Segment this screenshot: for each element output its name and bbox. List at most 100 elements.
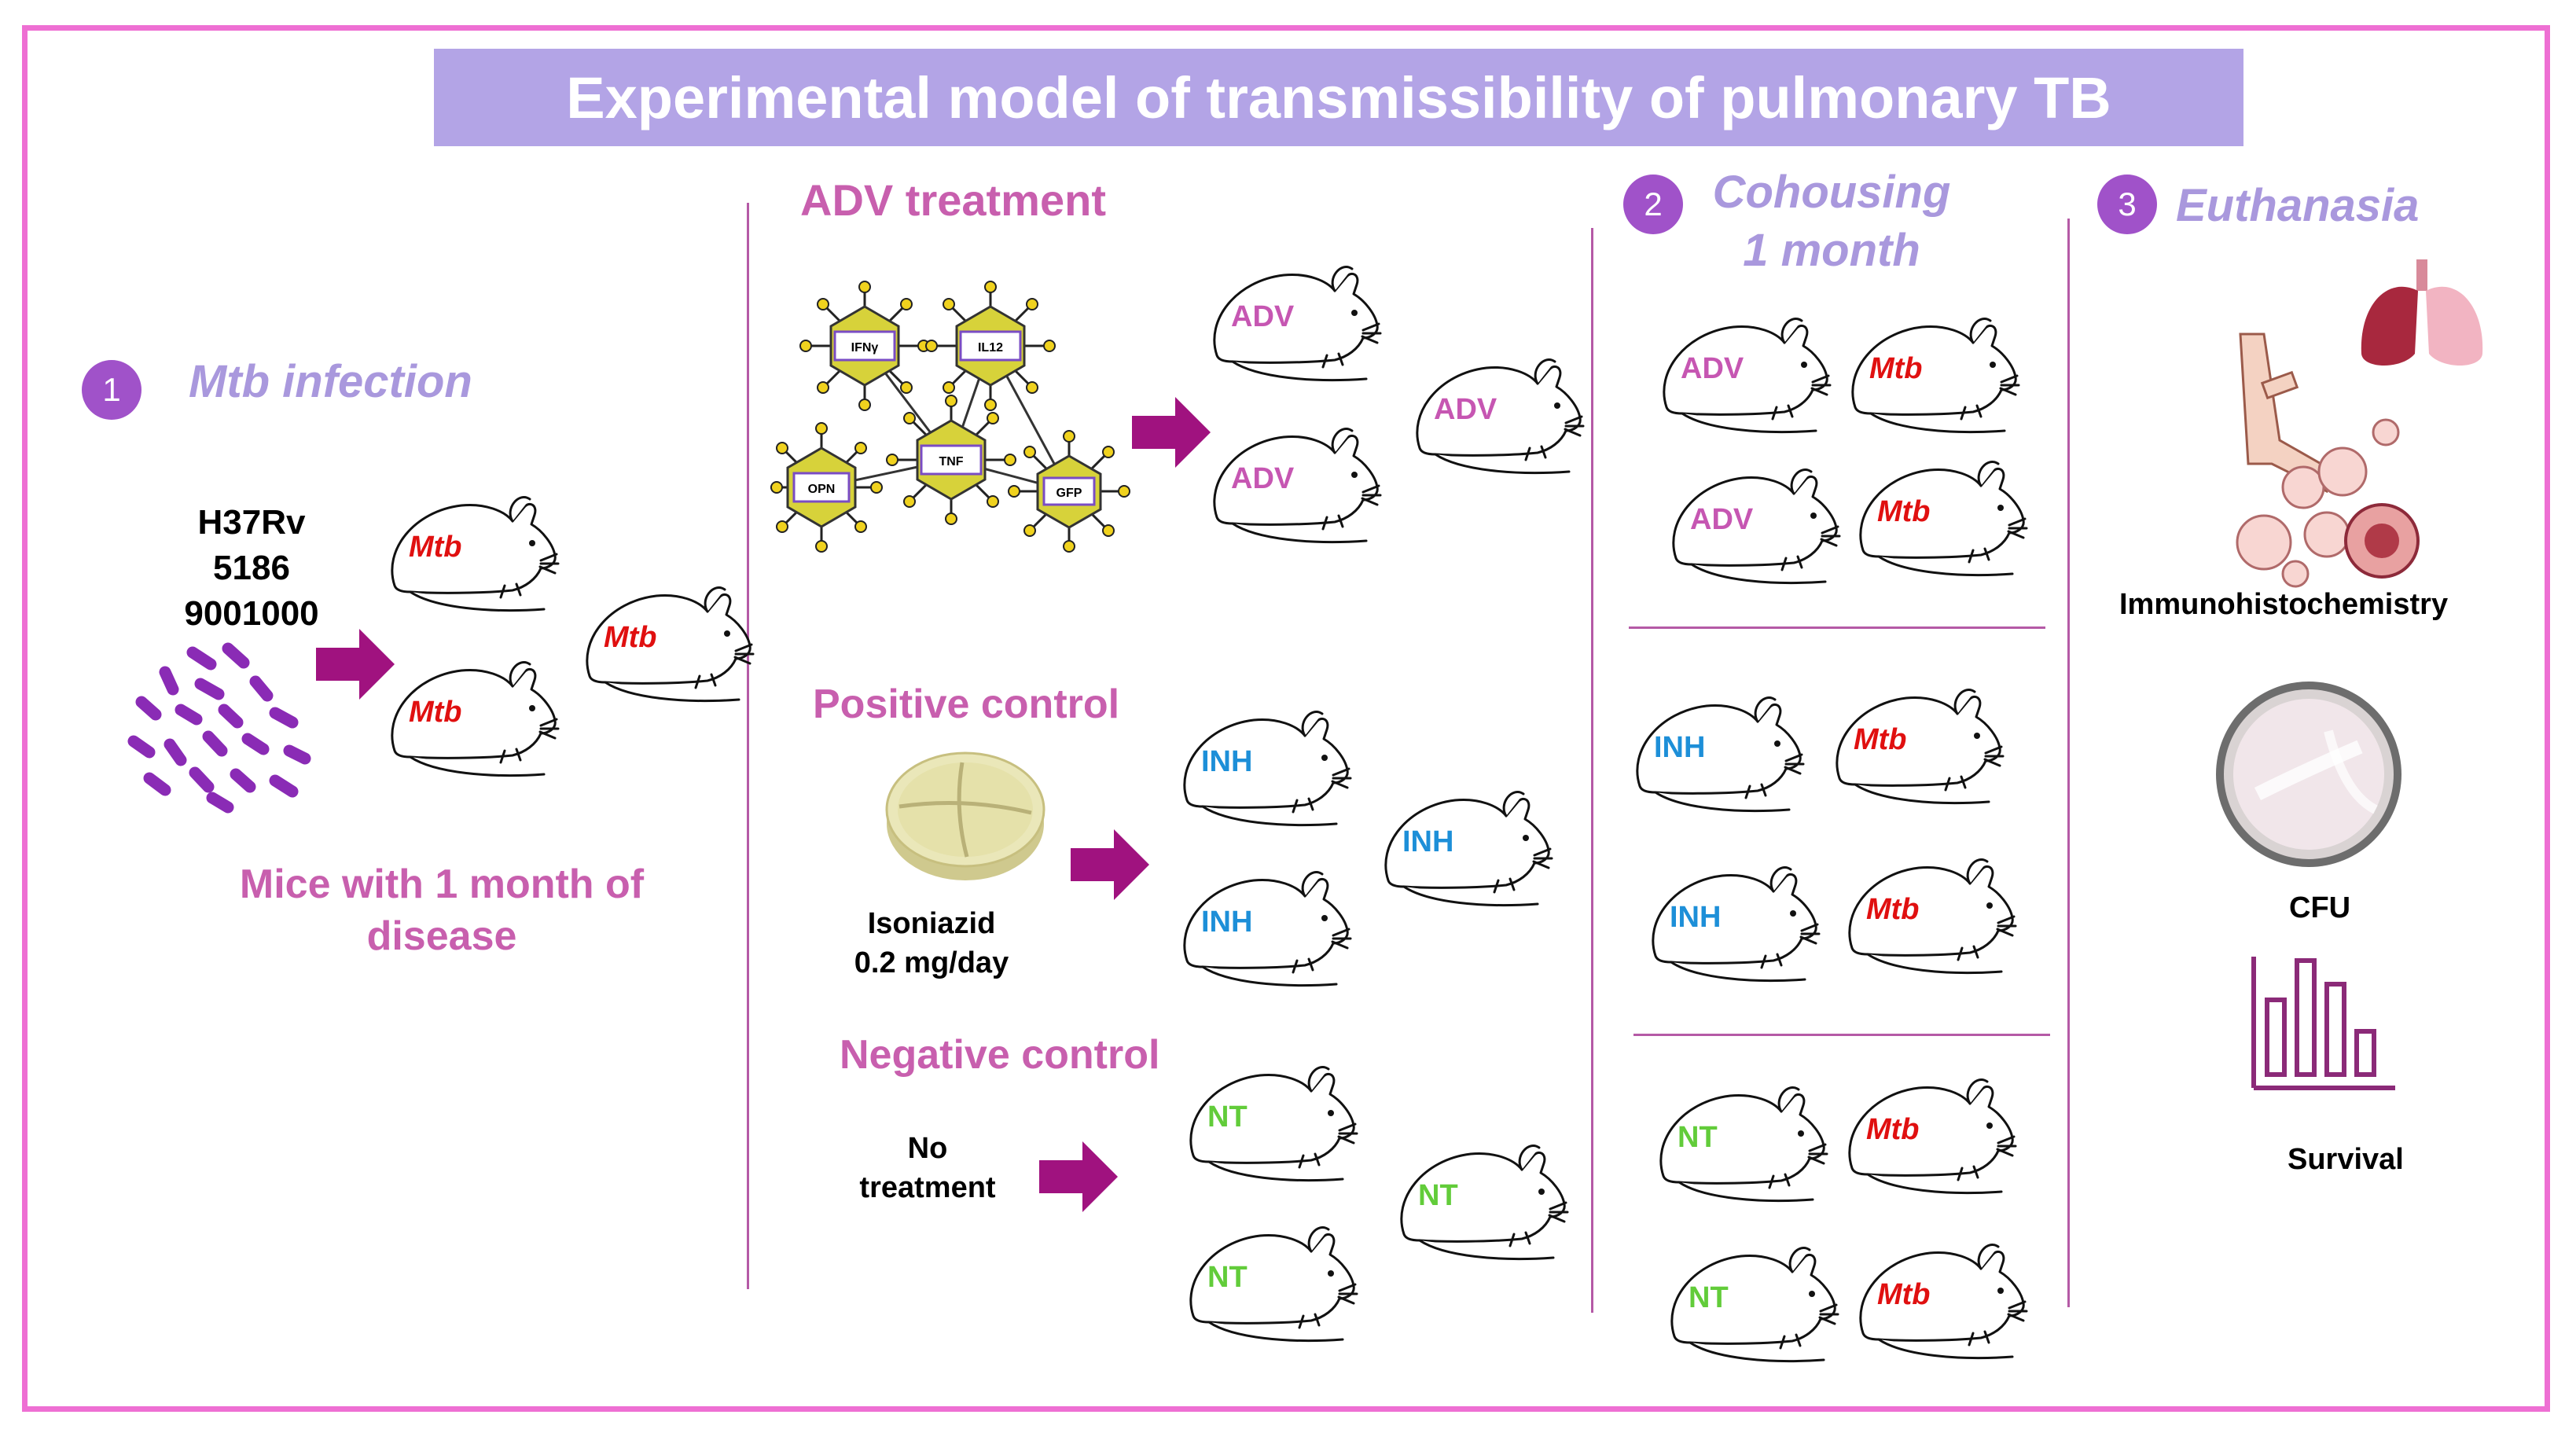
strain-9001000: 9001000 — [184, 594, 319, 633]
isoniazid-pill — [885, 751, 1045, 880]
divider-2 — [1591, 228, 1593, 1313]
mouse-label-mtb: Mtb — [1869, 352, 1923, 385]
step-1-badge: 1 — [82, 360, 141, 420]
drug-dose: 0.2 mg/day — [854, 946, 1009, 979]
arrow-infection — [316, 629, 395, 700]
cohouse-mtb-5: Mtb — [1844, 1058, 2017, 1200]
mouse-label-mtb: Mtb — [1854, 723, 1907, 756]
caption-line-2: disease — [366, 913, 517, 959]
cohouse-inh-2: INH — [1648, 846, 1821, 987]
petri-dish-icon — [2216, 682, 2401, 867]
mouse-label-inh: INH — [1402, 825, 1454, 858]
mouse-inh-1: INH — [1179, 690, 1352, 832]
strain-5186: 5186 — [213, 549, 290, 587]
mouse-inh-3: INH — [1380, 770, 1553, 912]
mouse-mtb-1: Mtb — [387, 476, 560, 617]
virus-gfp: GFP — [1008, 430, 1130, 553]
divider-3 — [2067, 219, 2070, 1307]
positive-control-title: Positive control — [813, 682, 1120, 727]
page-title: Experimental model of transmissibility o… — [566, 64, 2111, 130]
no-treatment-line-1: No — [907, 1132, 948, 1165]
adv-treatment-title: ADV treatment — [800, 175, 1106, 225]
no-treatment-line-2: treatment — [859, 1171, 996, 1204]
cohouse-mtb-3: Mtb — [1832, 668, 2005, 810]
cohouse-adv-2: ADV — [1668, 448, 1841, 590]
mouse-adv-2: ADV — [1209, 407, 1382, 549]
mouse-label-mtb: Mtb — [409, 696, 462, 729]
virus-tnf: TNF — [886, 395, 1016, 525]
step-2-number: 2 — [1644, 186, 1663, 222]
cohouse-nt-1: NT — [1655, 1066, 1828, 1207]
strain-h37rv: H37Rv — [197, 503, 306, 542]
mouse-label-inh: INH — [1201, 745, 1253, 778]
no-treatment-label: No treatment — [833, 1129, 1022, 1207]
mouse-label-nt: NT — [1678, 1121, 1718, 1154]
vector-label-opn: OPN — [808, 483, 836, 496]
mouse-nt-1: NT — [1185, 1045, 1358, 1187]
mouse-label-inh: INH — [1670, 901, 1722, 934]
isoniazid-label: Isoniazid 0.2 mg/day — [818, 904, 1045, 983]
mouse-label-mtb: Mtb — [604, 621, 657, 654]
mouse-mtb-3: Mtb — [582, 566, 755, 707]
bacteria-icon — [127, 642, 311, 814]
mouse-label-inh: INH — [1654, 731, 1706, 764]
step-1-caption: Mice with 1 month of disease — [206, 858, 678, 962]
step-1-title: Mtb infection — [189, 356, 472, 407]
mouse-label-mtb: Mtb — [1877, 495, 1931, 528]
step-1-number: 1 — [102, 371, 121, 408]
divider-1 — [747, 203, 749, 1289]
survival-chart-icon — [2251, 957, 2395, 1090]
mouse-label-adv: ADV — [1231, 300, 1295, 333]
step-3-number: 3 — [2118, 186, 2137, 222]
mouse-label-mtb: Mtb — [409, 531, 462, 564]
arrow-negative — [1039, 1141, 1118, 1212]
vector-label-tnf: TNF — [939, 455, 963, 468]
mouse-label-adv: ADV — [1231, 462, 1295, 495]
readout-survival: Survival — [2288, 1143, 2404, 1176]
adenovirus-vectors: IFNγ IL12 TNF — [770, 281, 1130, 553]
title-bar: Experimental model of transmissibility o… — [434, 49, 2243, 146]
cohousing-separator-2 — [1633, 1034, 2050, 1036]
caption-line-1: Mice with 1 month of — [239, 862, 645, 907]
mouse-nt-3: NT — [1396, 1124, 1569, 1266]
cohouse-nt-2: NT — [1666, 1226, 1839, 1368]
step-3-badge: 3 — [2097, 175, 2157, 234]
cohouse-mtb-4: Mtb — [1844, 838, 2017, 979]
virus-ifng: IFNγ — [799, 281, 930, 411]
cohouse-mtb-1: Mtb — [1847, 297, 2020, 439]
mouse-adv-1: ADV — [1209, 245, 1382, 387]
arrow-adv — [1132, 397, 1211, 468]
step-2-badge: 2 — [1623, 175, 1683, 234]
cohouse-inh-1: INH — [1632, 676, 1805, 818]
mouse-label-mtb: Mtb — [1866, 1113, 1920, 1146]
step-2-title: Cohousing 1 month — [1682, 164, 1981, 280]
mouse-mtb-2: Mtb — [387, 641, 560, 782]
mouse-label-nt: NT — [1207, 1100, 1248, 1134]
mouse-adv-3: ADV — [1412, 338, 1585, 479]
mouse-label-nt: NT — [1207, 1261, 1248, 1294]
readout-cfu: CFU — [2289, 891, 2351, 924]
vector-label-il12: IL12 — [978, 341, 1003, 355]
readout-ihc: Immunohistochemistry — [2119, 588, 2449, 621]
vector-label-gfp: GFP — [1056, 487, 1082, 500]
mouse-label-adv: ADV — [1690, 503, 1754, 536]
mouse-label-adv: ADV — [1434, 393, 1497, 426]
vector-label-ifng: IFNγ — [851, 341, 879, 355]
mouse-label-nt: NT — [1418, 1179, 1458, 1212]
mouse-inh-2: INH — [1179, 851, 1352, 992]
virus-il12: IL12 — [925, 281, 1056, 411]
alveoli-icon — [2236, 333, 2420, 588]
lungs-icon — [2361, 259, 2483, 366]
step-2-title-line-2: 1 month — [1743, 225, 1920, 276]
mouse-label-nt: NT — [1689, 1281, 1729, 1314]
mouse-nt-2: NT — [1185, 1206, 1358, 1347]
mouse-label-mtb: Mtb — [1866, 893, 1920, 926]
strain-list: H37Rv 5186 9001000 — [134, 500, 369, 637]
mouse-label-mtb: Mtb — [1877, 1278, 1931, 1311]
drug-name: Isoniazid — [867, 907, 996, 940]
mouse-label-inh: INH — [1201, 906, 1253, 939]
cohouse-mtb-6: Mtb — [1855, 1223, 2028, 1365]
step-2-title-line-1: Cohousing — [1712, 167, 1951, 218]
cohouse-adv-1: ADV — [1659, 297, 1832, 439]
outer-frame — [22, 25, 2550, 1412]
